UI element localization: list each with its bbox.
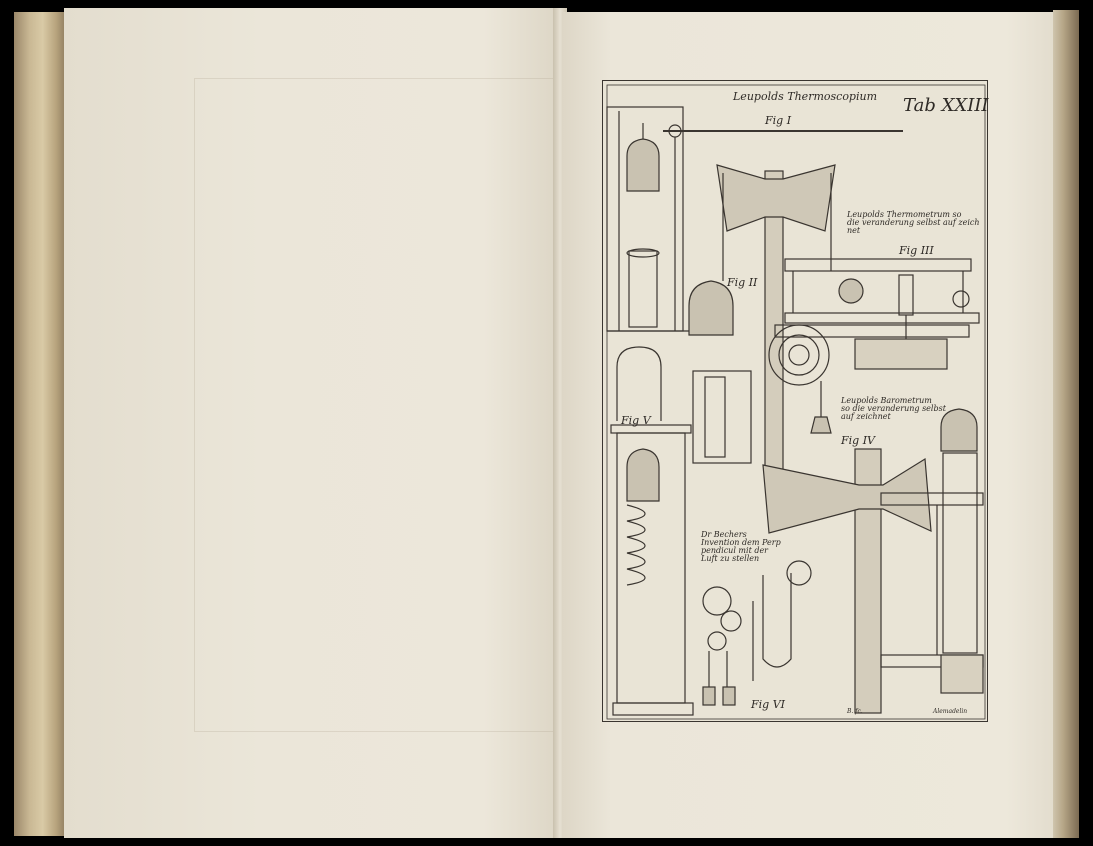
- plate-title: Leupolds Thermoscopium: [733, 90, 878, 103]
- fig2-label: Fig II: [727, 276, 758, 289]
- thermometrum-caption: Leupolds Thermometrum so die veranderung…: [847, 210, 980, 235]
- fig3-label: Fig III: [899, 244, 934, 257]
- plate-number: Tab XXIII: [903, 95, 989, 116]
- barometrum-caption: Leupolds Barometrum so die veranderung s…: [841, 396, 946, 421]
- engraved-plate: Leupolds Thermoscopium Tab XXIII Fig I F…: [602, 80, 989, 722]
- show-through-frame: [194, 78, 592, 732]
- book-spine: [14, 12, 66, 836]
- fig4-label: Fig IV: [841, 434, 875, 447]
- fig1-label: Fig I: [765, 114, 792, 127]
- artist-signature: Alemadelin: [933, 708, 968, 715]
- becher-caption: Dr Bechers Invention dem Perp pendicul m…: [701, 530, 781, 563]
- fig6-label: Fig VI: [751, 698, 785, 711]
- engraver-signature: B. fc.: [847, 708, 863, 715]
- plate-drawing: [606, 84, 986, 720]
- left-page: [64, 8, 592, 838]
- fig5-label: Fig V: [621, 414, 651, 427]
- page-edges: [1053, 10, 1079, 838]
